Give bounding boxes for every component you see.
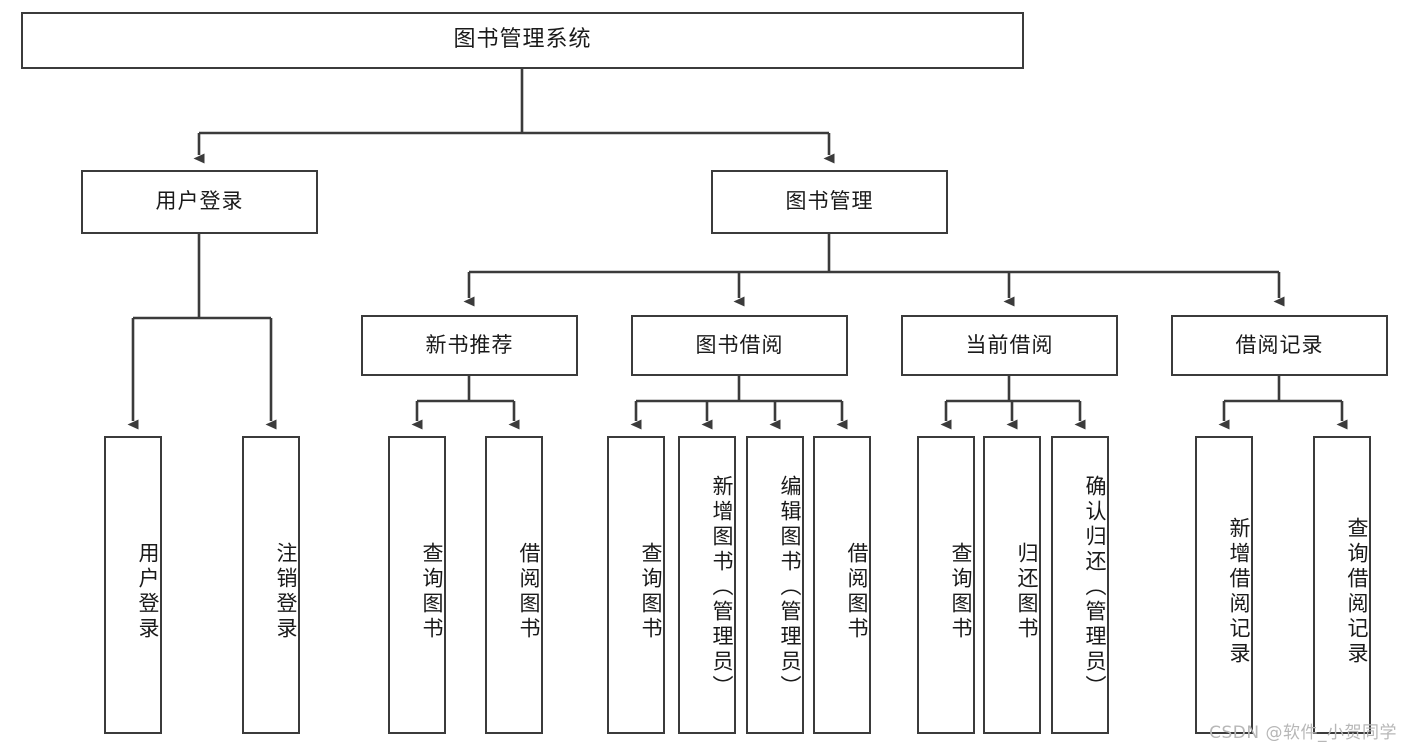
node-leaf-current-confirm-return[interactable]: 确认归还（管理员） [1051,436,1109,734]
node-label: 查询图书 [949,542,973,642]
node-root-book-management-system[interactable]: 图书管理系统 [21,12,1024,69]
node-label: 借阅记录 [1235,332,1324,357]
node-label: 图书借阅 [695,332,784,357]
node-label: 新增图书（管理员） [710,474,734,700]
node-borrow-record[interactable]: 借阅记录 [1171,315,1388,376]
node-leaf-borrow-borrow-book[interactable]: 借阅图书 [813,436,871,734]
node-label: 图书管理系统 [453,27,592,53]
node-label: 查询借阅记录 [1345,517,1369,667]
node-label: 新书推荐 [425,332,514,357]
node-book-borrow[interactable]: 图书借阅 [631,315,848,376]
node-leaf-rec-borrow-book[interactable]: 借阅图书 [485,436,543,734]
node-leaf-current-return-book[interactable]: 归还图书 [983,436,1041,734]
node-leaf-record-query[interactable]: 查询借阅记录 [1313,436,1371,734]
node-label: 图书管理 [785,189,874,214]
node-leaf-borrow-edit-book[interactable]: 编辑图书（管理员） [746,436,804,734]
node-user-login[interactable]: 用户登录 [81,170,318,234]
node-label: 用户登录 [155,189,244,214]
node-label: 借阅图书 [517,542,541,642]
node-current-borrow[interactable]: 当前借阅 [901,315,1118,376]
node-label: 新增借阅记录 [1227,517,1251,667]
node-label: 归还图书 [1015,542,1039,642]
node-label: 查询图书 [420,542,444,642]
node-leaf-user-login[interactable]: 用户登录 [104,436,162,734]
node-label: 用户登录 [136,542,160,642]
node-label: 注销登录 [274,542,298,642]
node-leaf-record-add[interactable]: 新增借阅记录 [1195,436,1253,734]
node-leaf-borrow-query-book[interactable]: 查询图书 [607,436,665,734]
node-label: 查询图书 [639,542,663,642]
node-label: 编辑图书（管理员） [778,474,802,700]
node-leaf-borrow-add-book[interactable]: 新增图书（管理员） [678,436,736,734]
node-label: 借阅图书 [845,542,869,642]
node-label: 当前借阅 [965,332,1054,357]
node-label: 确认归还（管理员） [1083,474,1107,700]
node-book-manage[interactable]: 图书管理 [711,170,948,234]
watermark-text: CSDN @软件_小贺同学 [1209,723,1397,743]
node-new-book-recommend[interactable]: 新书推荐 [361,315,578,376]
node-leaf-current-query-book[interactable]: 查询图书 [917,436,975,734]
node-leaf-rec-query-book[interactable]: 查询图书 [388,436,446,734]
node-leaf-user-logout[interactable]: 注销登录 [242,436,300,734]
